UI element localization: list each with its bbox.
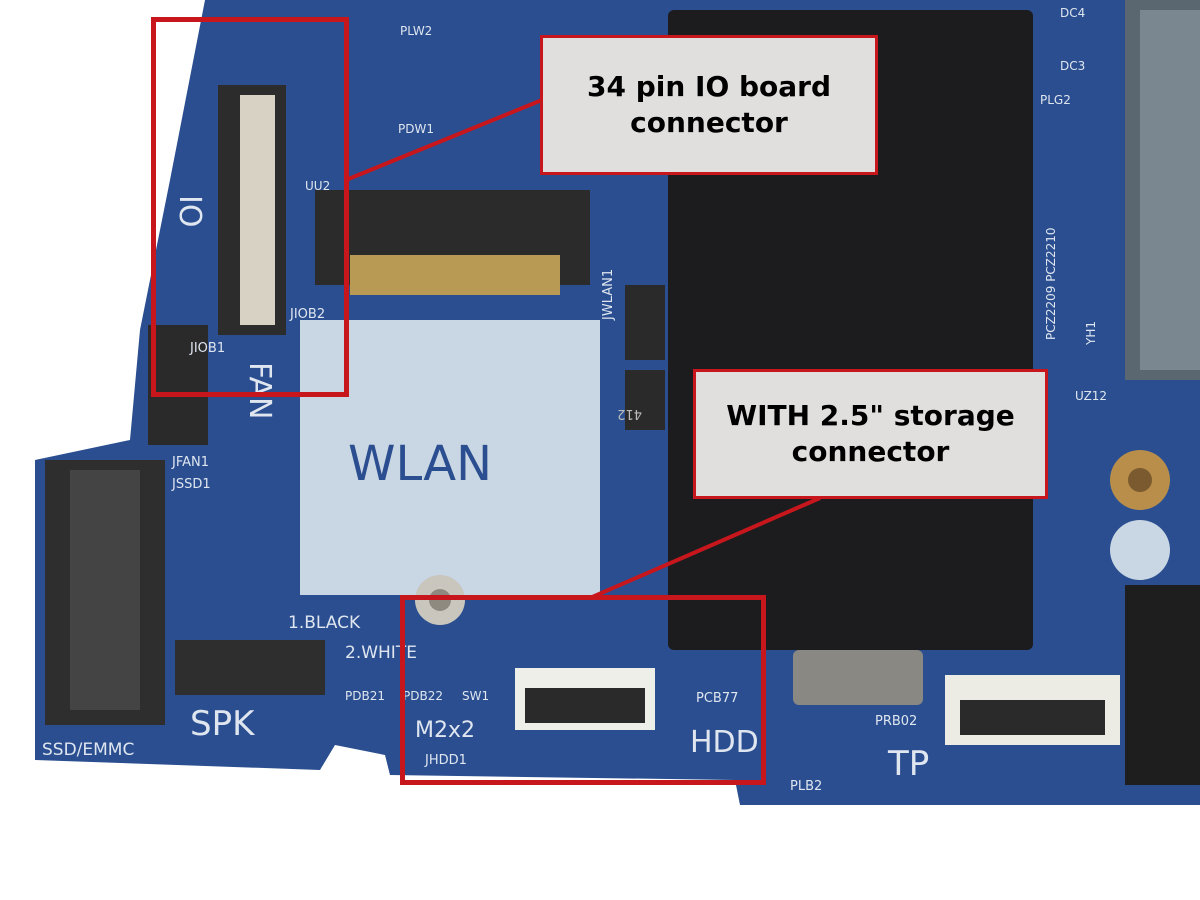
hdd-connector-highlight-box: [400, 595, 766, 785]
storage-callout-leader: [589, 496, 821, 600]
silk-uu2: UU2: [305, 179, 330, 193]
io-connector-callout-text: 34 pin IO board connector: [586, 70, 832, 139]
silk-jwlan1: JWLAN1: [601, 269, 616, 321]
silk-spk: SPK: [190, 704, 256, 744]
silk-jiob2: JIOB2: [289, 307, 325, 322]
right-chip: [1125, 585, 1200, 785]
silk-tp: TP: [887, 744, 929, 784]
silk-io: IO: [172, 195, 207, 227]
metal-shield: [793, 650, 923, 705]
silk-dc3: DC3: [1060, 59, 1085, 73]
silk-pcz2209: PCZ2209 PCZ2210: [1044, 227, 1058, 340]
io-connector-callout: 34 pin IO board connector: [540, 35, 878, 175]
io-connector-latch: [240, 95, 275, 325]
inductor: [625, 285, 665, 360]
io-callout-leader: [345, 98, 543, 182]
silk-m2x2: M2x2: [415, 718, 475, 743]
silk-ssd-emmc: SSD/EMMC: [42, 740, 134, 760]
silk-dc4: DC4: [1060, 6, 1085, 20]
silk-plw2: PLW2: [400, 24, 432, 38]
silk-pdb22: PDB22: [403, 689, 443, 703]
silk-pdb21: PDB21: [345, 689, 385, 703]
silk-pcb77: PCB77: [696, 691, 738, 706]
io-connector-highlight-box: [151, 17, 349, 397]
chip-marking: 412: [617, 406, 642, 421]
wlan-shield-area: [300, 320, 600, 595]
silk-pdw1: PDW1: [398, 122, 434, 136]
hdd-connector-latch: [525, 688, 645, 723]
silk-prb02: PRB02: [875, 714, 917, 729]
silk-wlan: WLAN: [348, 436, 492, 492]
silk-yh1: YH1: [1084, 321, 1098, 346]
silk-jhdd1: JHDD1: [424, 753, 467, 768]
silk-jiob1: JIOB1: [189, 341, 225, 356]
silk-black: 1.BLACK: [288, 613, 361, 633]
wlan-slot-pins: [350, 255, 560, 295]
silk-plb2: PLB2: [790, 779, 822, 794]
silk-uz12: UZ12: [1075, 389, 1107, 403]
silk-plg2: PLG2: [1040, 93, 1071, 107]
speaker-connector: [175, 640, 325, 695]
silk-jssd1: JSSD1: [171, 477, 211, 492]
ssd-slot-inner: [70, 470, 140, 710]
silk-sw1: SW1: [462, 689, 489, 703]
silk-jfan1: JFAN1: [171, 455, 209, 470]
fan-connector: [148, 325, 208, 445]
storage-connector-callout: WITH 2.5" storage connector: [693, 369, 1048, 499]
silk-hdd: HDD: [690, 725, 759, 760]
pad-circle: [1110, 520, 1170, 580]
inductor: [625, 370, 665, 430]
silk-white: 2.WHITE: [345, 643, 417, 663]
silk-fan: FAN: [242, 362, 277, 419]
storage-connector-callout-text: WITH 2.5" storage connector: [726, 399, 1015, 468]
cpu-die: [1140, 10, 1200, 370]
